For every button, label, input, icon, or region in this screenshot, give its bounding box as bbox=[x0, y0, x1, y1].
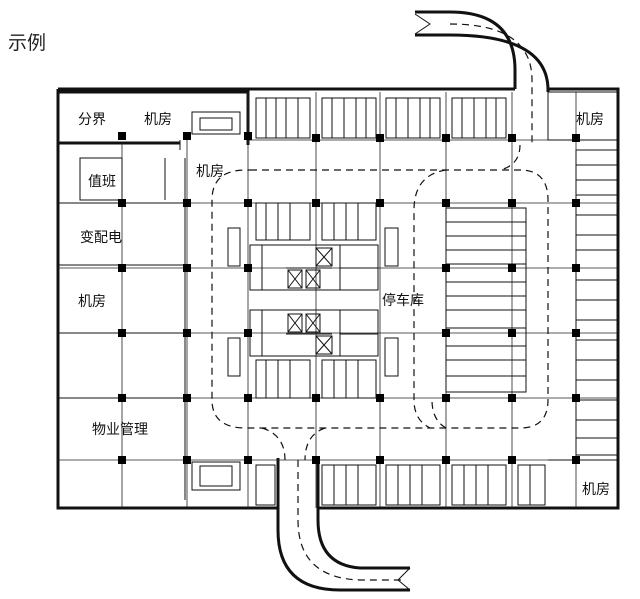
room-label-jifang-mid-left: 机房 bbox=[78, 294, 106, 310]
legend-title: 示例 bbox=[8, 32, 47, 54]
room-label-wuye: 物业管理 bbox=[92, 422, 148, 438]
room-label-jifang-bottom-right: 机房 bbox=[582, 482, 610, 498]
central-core bbox=[249, 244, 379, 357]
structural-columns bbox=[118, 132, 580, 464]
ramp-bottom bbox=[276, 458, 411, 592]
room-label-jifang-top-left: 机房 bbox=[144, 112, 172, 128]
room-label-tingcheku: 停车库 bbox=[382, 292, 424, 309]
room-label-jifang-top-right: 机房 bbox=[576, 112, 604, 128]
room-label-biandian: 变配电 bbox=[80, 230, 122, 246]
room-label-jifang-small: 机房 bbox=[196, 164, 224, 180]
parking-stalls bbox=[227, 97, 619, 506]
driving-route bbox=[211, 144, 549, 461]
room-label-zhiban: 值班 bbox=[88, 174, 116, 190]
room-label-fenjie: 分界 bbox=[78, 112, 106, 128]
ramp-top bbox=[414, 10, 550, 145]
outer-walls bbox=[56, 87, 620, 510]
grid-lines bbox=[58, 92, 618, 508]
right-rooms bbox=[547, 91, 619, 508]
